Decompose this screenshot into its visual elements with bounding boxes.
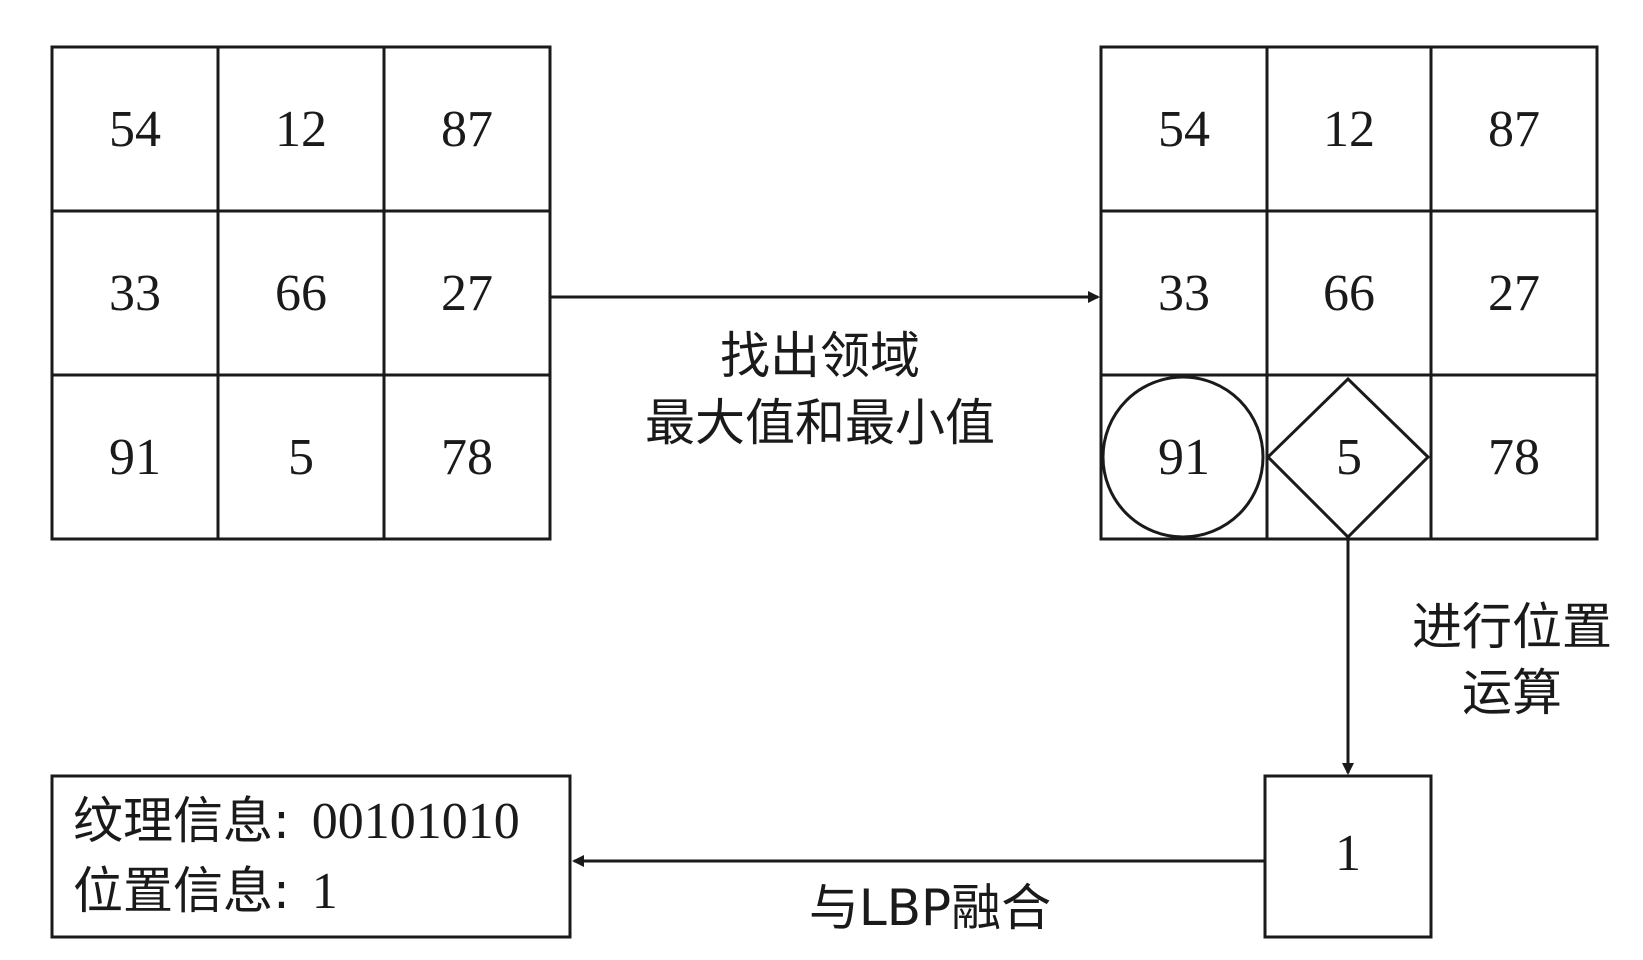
right-cell-r3c1: 91 [1158,429,1210,486]
position-info-label: 位置信息: [73,862,290,920]
left-grid: 54 12 87 33 66 27 91 5 78 [50,45,552,541]
left-cell-r3c2: 5 [288,429,314,486]
max-value-circle-marker [1101,375,1265,539]
position-info-value: 1 [312,863,338,920]
right-cell-r2c2: 66 [1323,265,1375,322]
step2-label-line2: 运算 [1462,664,1562,722]
left-cell-r1c1: 54 [109,101,161,158]
right-cell-r3c2: 5 [1336,429,1362,486]
left-cell-r2c1: 33 [109,265,161,322]
left-cell-r1c3: 87 [441,101,493,158]
left-cell-r2c3: 27 [441,265,493,322]
left-cell-r3c1: 91 [109,429,161,486]
step1-label-line1: 找出领域 [720,327,920,385]
step1-label-line2: 最大值和最小值 [645,394,995,452]
result-box [50,774,572,939]
right-cell-r2c3: 27 [1488,265,1540,322]
texture-info-label: 纹理信息: [73,792,290,850]
left-cell-r2c2: 66 [275,265,327,322]
left-cell-r3c3: 78 [441,429,493,486]
right-cell-r1c2: 12 [1323,101,1375,158]
texture-info-line: 纹理信息: 00101010 [73,792,520,850]
right-cell-r1c1: 54 [1158,101,1210,158]
position-info-line: 位置信息: 1 [73,862,338,920]
left-cell-r1c2: 12 [275,101,327,158]
right-cell-r2c1: 33 [1158,265,1210,322]
left-grid-border [50,45,552,541]
right-grid: 54 12 87 33 66 27 91 5 78 [1099,45,1599,541]
position-value-box [1263,774,1433,939]
right-cell-r3c3: 78 [1488,429,1540,486]
position-value: 1 [1335,825,1361,882]
step2-label-line1: 进行位置 [1412,598,1612,656]
step3-label: 与LBP融合 [809,879,1051,937]
texture-info-value: 00101010 [312,793,520,850]
right-cell-r1c3: 87 [1488,101,1540,158]
